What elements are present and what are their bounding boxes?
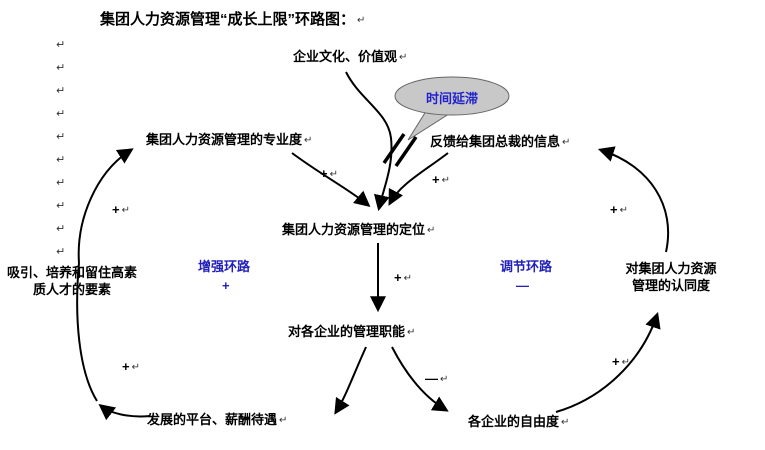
polarity-sign: +↵ [612,354,630,369]
node-enterprise-freedom: 各企业的自由度↵ [468,413,569,431]
line-break-icon: ↵ [561,417,570,428]
balancing-loop-label: 调节环路 [500,259,553,274]
line-break-icon: ↵ [329,169,338,180]
line-break-icon: ↵ [56,154,66,166]
node-management-function: 对各企业的管理职能↵ [288,323,415,341]
node-positioning: 集团人力资源管理的定位↵ [282,221,435,239]
polarity-sign: +↵ [432,172,450,187]
line-break-icon: ↵ [56,223,66,235]
line-break-icon: ↵ [407,327,416,338]
plus-sign: + [320,166,328,181]
line-break-icon: ↵ [56,62,66,74]
arrow-platform-to-attract [98,404,151,421]
node-enterprise-freedom-label: 各企业的自由度 [468,414,560,429]
line-break-icon: ↵ [56,131,66,143]
plus-sign: + [432,172,440,187]
node-attract-line2: 质人才的要素 [32,282,111,297]
node-professionalism: 集团人力资源管理的专业度↵ [146,131,312,149]
line-break-icon: ↵ [121,205,130,216]
line-break-icon: ↵ [621,357,630,368]
node-recognition-line2: 管理的认同度 [631,278,710,293]
line-break-icon: ↵ [131,362,140,373]
node-corporate-culture-label: 企业文化、价值观 [293,49,398,64]
line-break-icon: ↵ [56,85,66,97]
arrow-freedom-to-recognition [555,311,661,413]
line-break-icon: ↵ [304,135,313,146]
node-corporate-culture: 企业文化、价值观↵ [293,48,407,66]
node-platform-compensation: 发展的平台、薪酬待遇↵ [147,411,287,429]
delay-callout-bubble [394,76,510,141]
plus-sign: + [122,359,130,374]
line-break-icon: ↵ [56,177,66,189]
line-break-icon: ↵ [56,39,66,51]
diagram-title: 集团人力资源管理“成长上限”环路图：↵ [100,8,365,29]
reinforcing-loop-sign: + [222,278,230,293]
arrow-culture-to-positioning [345,71,393,212]
node-platform-label: 发展的平台、薪酬待遇 [147,412,278,427]
line-break-icon: ↵ [619,205,628,216]
node-attract-line1: 吸引、培养和留住高素 [6,265,137,280]
plus-sign: + [112,202,120,217]
node-recognition-line1: 对集团人力资源 [625,261,717,276]
line-break-icon: ↵ [399,52,408,63]
line-break-icon: ↵ [562,137,571,148]
polarity-sign: —↵ [425,371,448,386]
line-break-icon: ↵ [441,175,450,186]
line-break-icon: ↵ [403,273,412,284]
minus-sign: — [425,371,438,386]
node-attract-retain-talent: 吸引、培养和留住高素 质人才的要素 [5,264,139,298]
plus-sign: + [394,270,402,285]
polarity-sign: +↵ [320,166,338,181]
node-recognition: 对集团人力资源 管理的认同度 [608,260,734,294]
line-break-icon: ↵ [440,374,449,385]
node-feedback-to-president: 反馈给集团总裁的信息↵ [430,133,570,151]
balancing-loop-sign: — [516,278,529,293]
line-break-icon: ↵ [279,415,288,426]
line-break-icon: ↵ [357,15,366,26]
node-positioning-label: 集团人力资源管理的定位 [282,222,426,237]
line-break-icon: ↵ [56,200,66,212]
polarity-sign: +↵ [112,202,130,217]
line-break-icon: ↵ [56,246,66,258]
arrow-function-to-platform [334,346,367,415]
node-management-function-label: 对各企业的管理职能 [288,324,406,339]
plus-sign: + [610,202,618,217]
node-professionalism-label: 集团人力资源管理的专业度 [146,132,303,147]
line-break-icon: ↵ [427,225,436,236]
diagram-title-text: 集团人力资源管理“成长上限”环路图： [100,11,356,28]
reinforcing-loop-label: 增强环路 [198,259,251,274]
polarity-sign: +↵ [610,202,628,217]
polarity-sign: +↵ [394,270,412,285]
delay-marks [382,133,418,167]
arrow-recognition-to-feedback [597,146,670,253]
polarity-sign: +↵ [122,359,140,374]
delay-callout-label: 时间延滞 [425,91,478,106]
line-break-icon: ↵ [56,108,66,120]
node-feedback-label: 反馈给集团总裁的信息 [430,134,561,149]
plus-sign: + [612,354,620,369]
